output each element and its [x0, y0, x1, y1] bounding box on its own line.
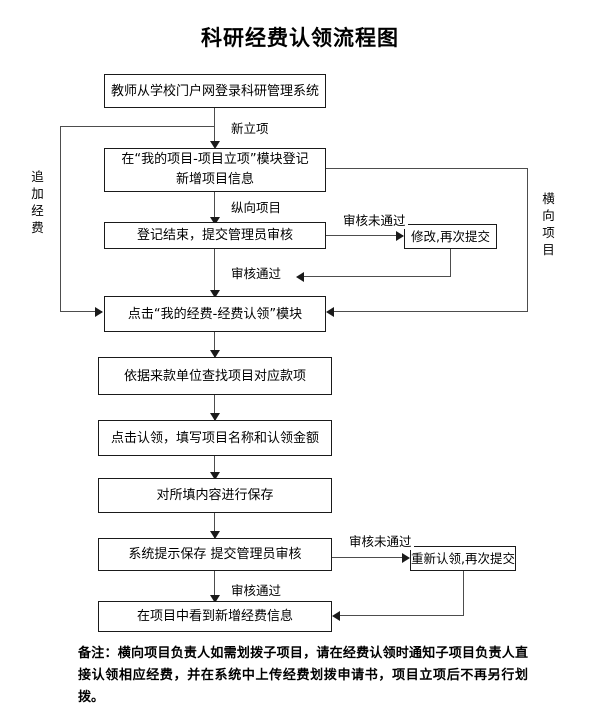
- side-label-horizontal-project: 横向项目: [542, 191, 555, 257]
- connector-register-to-submit: [214, 192, 215, 222]
- node-modify-resubmit[interactable]: 修改,再次提交: [404, 224, 497, 249]
- node-see-new-fund-info-label: 在项目中看到新增经费信息: [136, 609, 293, 624]
- connector-modify-back-left: [300, 276, 451, 277]
- arrowhead-left-review-pass: [296, 272, 304, 282]
- connector-reclaim-back-left: [338, 615, 464, 616]
- connector-right-loop-bottom: [332, 311, 528, 312]
- side-label-extra-fund: 追加经费: [31, 169, 44, 235]
- node-submit-review-label: 登记结束，提交管理员审核: [136, 228, 293, 243]
- node-save-content-label: 对所填内容进行保存: [156, 488, 274, 503]
- node-claim-module-label: 点击“我的经费-经费认领”模块: [127, 306, 303, 322]
- node-find-fund-label: 依据来款单位查找项目对应款项: [123, 368, 306, 384]
- footer-note: 备注：横向项目负责人如需划拨子项目，请在经费认领时通知子项目负责人直接认领相应经…: [78, 646, 528, 705]
- connector-sys-to-see-info: [214, 571, 215, 601]
- edge-label-review-pass-1: 审核通过: [229, 263, 284, 282]
- connector-left-loop-bottom: [60, 311, 102, 312]
- arrowhead-right-reclaim: [402, 553, 410, 563]
- edge-label-new-project: 新立项: [229, 118, 271, 137]
- connector-login-to-register: [214, 108, 215, 146]
- arrowhead-down-see-info: [210, 595, 220, 603]
- arrowhead-down-submit: [210, 217, 220, 225]
- edge-label-review-fail-1: 审核未通过: [341, 210, 408, 229]
- node-system-submit[interactable]: 系统提示保存 提交管理员审核: [98, 538, 332, 571]
- connector-claim-to-find: [214, 332, 215, 357]
- node-system-submit-label: 系统提示保存 提交管理员审核: [128, 547, 302, 562]
- node-save-content[interactable]: 对所填内容进行保存: [98, 478, 332, 513]
- node-see-new-fund-info[interactable]: 在项目中看到新增经费信息: [98, 601, 332, 632]
- connector-left-loop-top: [60, 126, 215, 127]
- arrowhead-left-claim-right: [326, 307, 334, 317]
- connector-submit-to-modify: [325, 235, 403, 236]
- node-find-fund[interactable]: 依据来款单位查找项目对应款项: [98, 357, 332, 395]
- arrowhead-down-find: [210, 350, 220, 358]
- node-login-label: 教师从学校门户网登录科研管理系统: [110, 83, 319, 99]
- arrowhead-down-fill: [210, 413, 220, 421]
- edge-label-vertical-project: 纵向项目: [229, 197, 284, 216]
- connector-submit-to-claim: [214, 249, 215, 295]
- arrowhead-down-claim: [210, 290, 220, 298]
- page-title: 科研经费认领流程图: [201, 25, 399, 50]
- node-reclaim-resubmit[interactable]: 重新认领,再次提交: [410, 546, 516, 571]
- node-register[interactable]: 在“我的项目-项目立项”模块登记 新增项目信息: [104, 148, 326, 192]
- connector-sys-to-reclaim: [325, 557, 408, 558]
- connector-reclaim-down: [463, 571, 464, 615]
- node-fill-claim[interactable]: 点击认领，填写项目名称和认领金额: [98, 420, 332, 456]
- node-modify-resubmit-label: 修改,再次提交: [411, 229, 490, 244]
- node-reclaim-resubmit-label: 重新认领,再次提交: [411, 551, 515, 566]
- arrowhead-left-see-info: [332, 611, 340, 621]
- arrowhead-right-modify: [396, 231, 404, 241]
- connector-save-to-sys: [214, 513, 215, 538]
- edge-label-review-pass-2: 审核通过: [229, 580, 284, 599]
- connector-find-to-fill: [214, 395, 215, 420]
- node-submit-review[interactable]: 登记结束，提交管理员审核: [104, 222, 326, 249]
- node-claim-module[interactable]: 点击“我的经费-经费认领”模块: [104, 296, 326, 332]
- node-register-label-line1: 在“我的项目-项目立项”模块登记: [121, 152, 309, 167]
- node-register-label-line2: 新增项目信息: [175, 172, 254, 187]
- node-login[interactable]: 教师从学校门户网登录科研管理系统: [104, 74, 326, 108]
- node-fill-claim-label: 点击认领，填写项目名称和认领金额: [110, 430, 319, 446]
- arrowhead-down-register: [210, 141, 220, 149]
- connector-fill-to-save: [214, 456, 215, 478]
- connector-modify-down: [450, 249, 451, 276]
- arrowhead-right-claim-left: [95, 307, 103, 317]
- arrowhead-down-save: [210, 472, 220, 480]
- connector-right-loop-vertical: [527, 168, 528, 311]
- connector-left-loop-vertical: [60, 126, 61, 311]
- edge-label-review-fail-2: 审核未通过: [347, 531, 414, 550]
- arrowhead-down-sys: [210, 531, 220, 539]
- connector-right-loop-top: [325, 168, 528, 169]
